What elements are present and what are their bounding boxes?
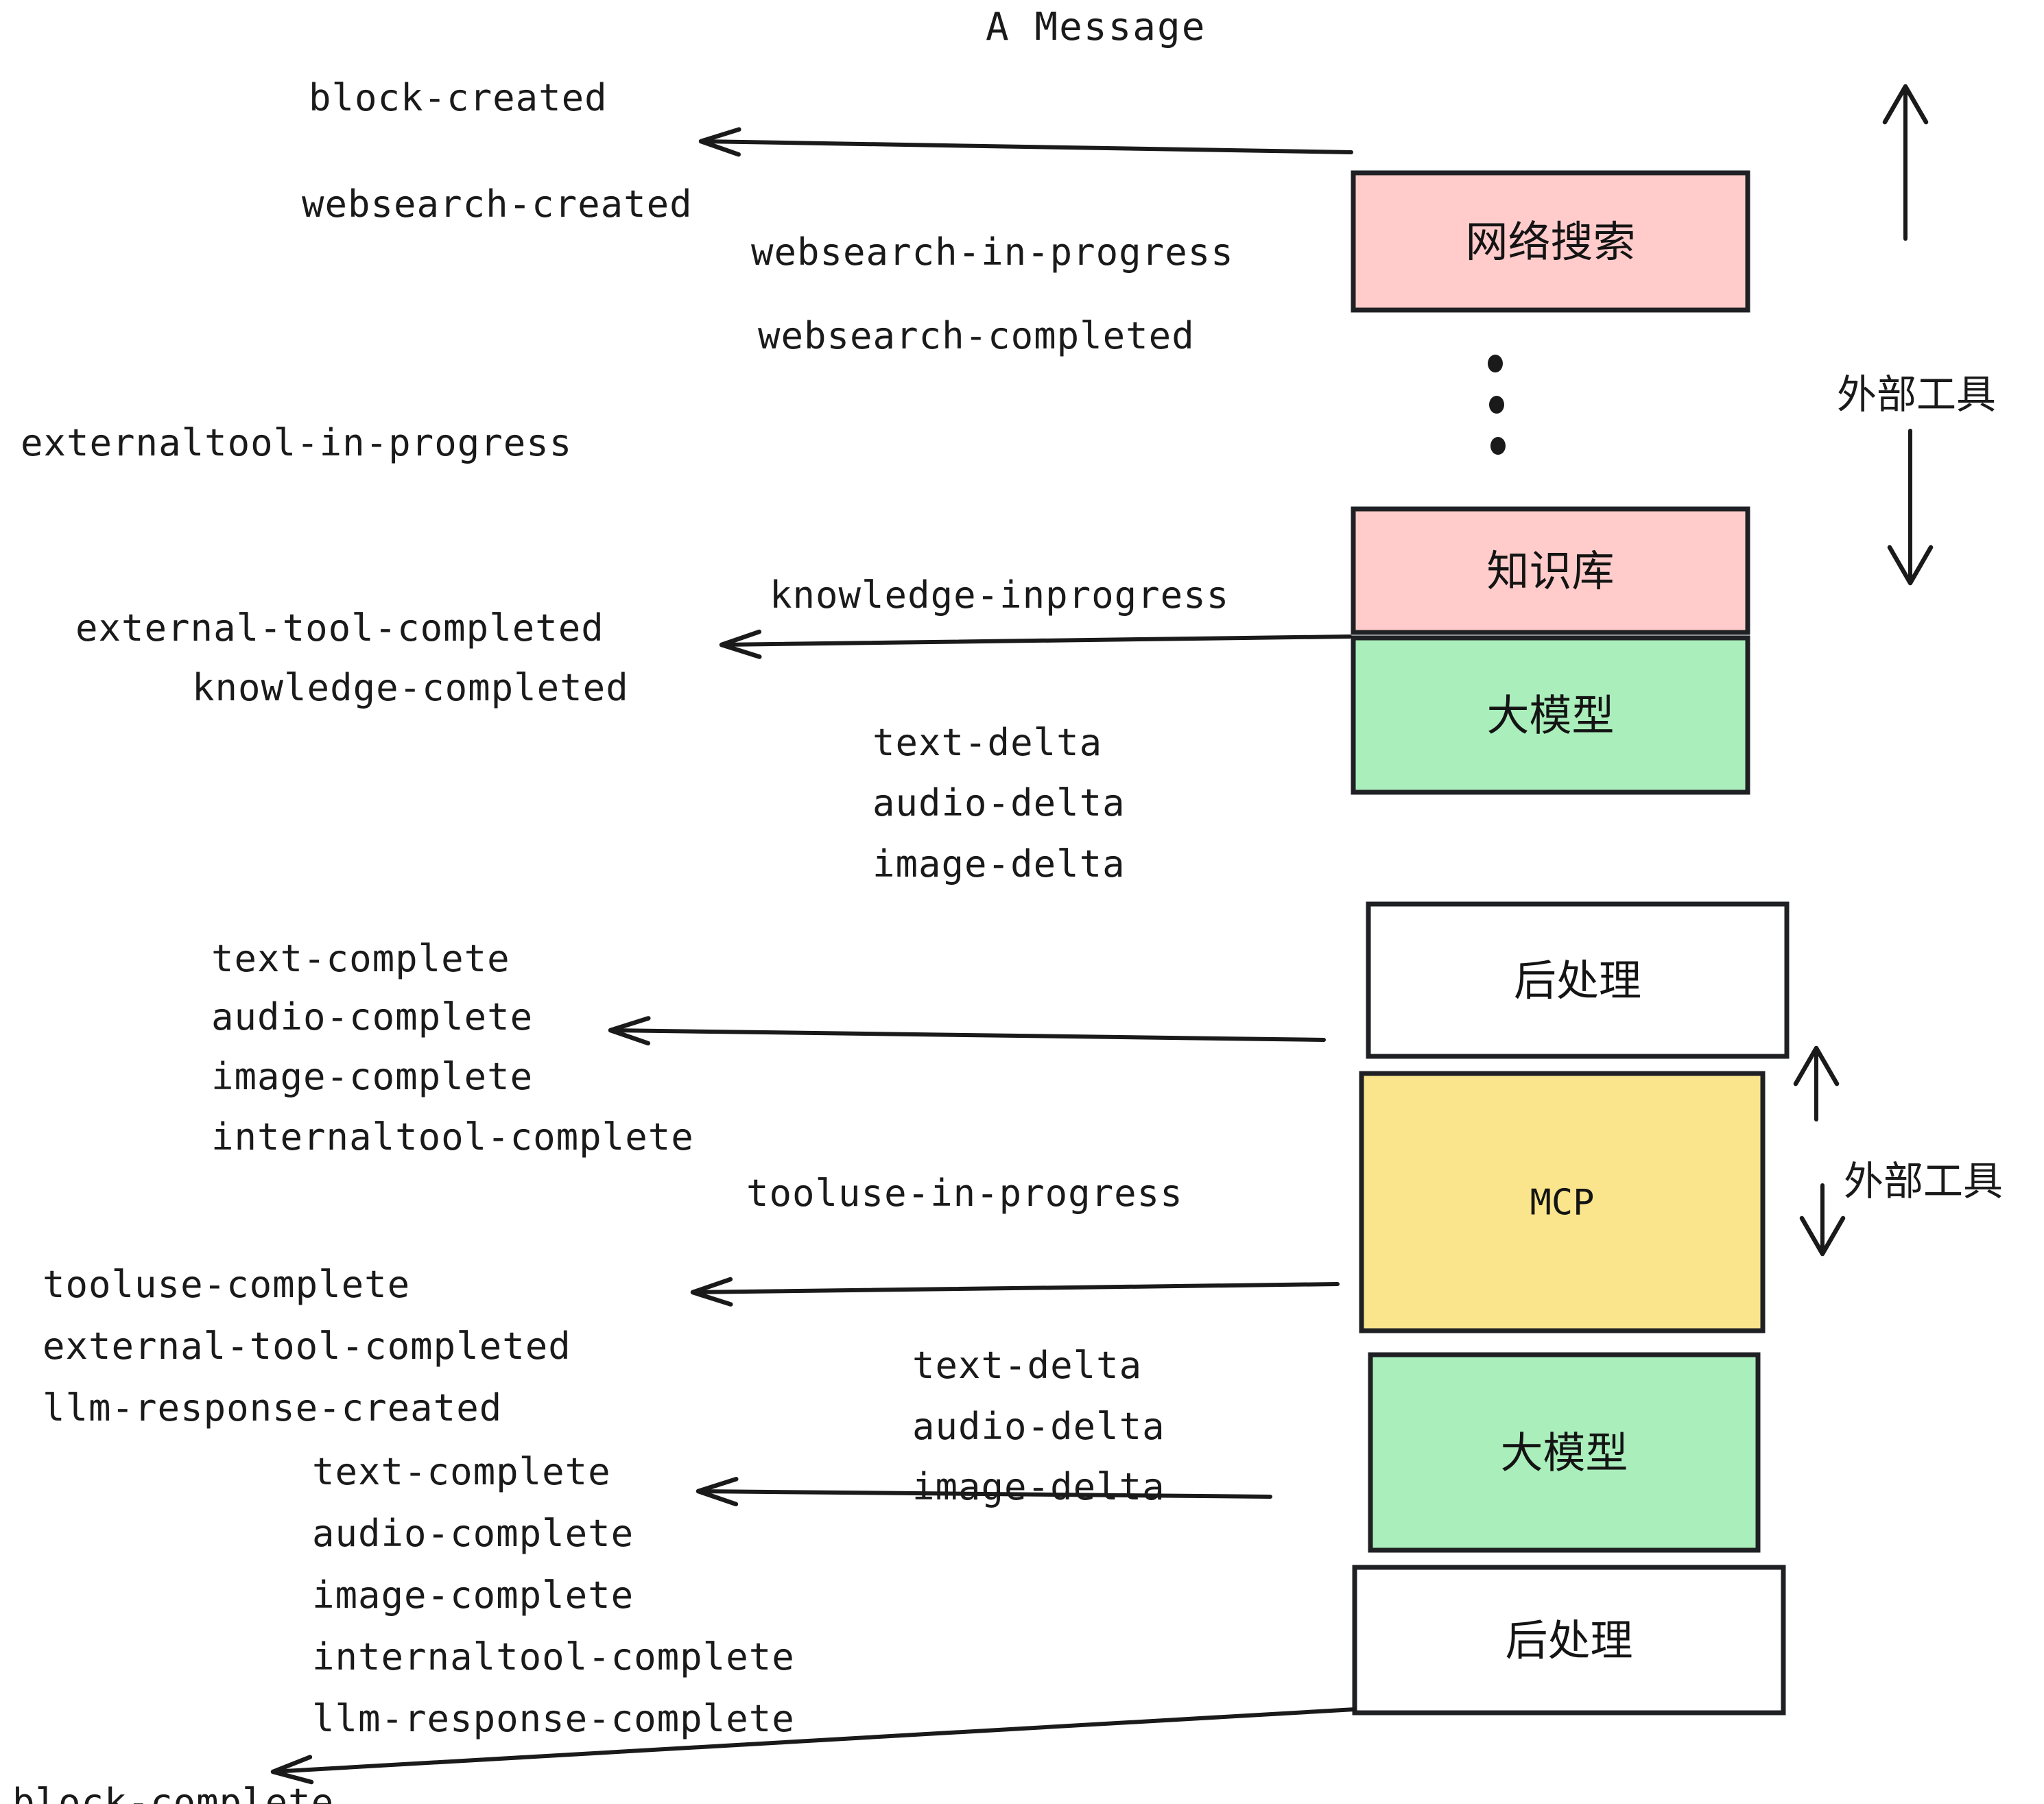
event-label-internaltool-complete-2: internaltool-complete [312, 1635, 795, 1678]
flow-arrow-block-complete-arrowhead-icon [270, 1755, 314, 1785]
event-label-websearch-completed: websearch-completed [758, 314, 1195, 357]
ellipsis-dot-3 [1490, 437, 1506, 455]
event-label-audio-delta-2: audio-delta [912, 1405, 1165, 1448]
event-label-external-tool-completed-1: external-tool-completed [75, 606, 604, 650]
bracket-external-tools-top-down [1887, 429, 1934, 586]
ellipsis-dots-layer [1488, 355, 1506, 455]
flow-arrow-image-complete-arrowhead-icon [608, 1016, 651, 1046]
bracket-external-tools-bottom-down [1799, 1183, 1846, 1257]
event-label-image-delta-1: image-delta [872, 842, 1126, 886]
event-label-tooluse-in-progress: tooluse-in-progress [746, 1172, 1183, 1215]
node-box-post-1-rect [1366, 901, 1790, 1059]
event-label-image-delta-2: image-delta [912, 1465, 1165, 1508]
ellipsis-dot-2 [1489, 396, 1504, 414]
node-box-post-1-label: 后处理 [1514, 956, 1641, 1006]
flow-arrow-audio-complete-line [696, 1489, 1272, 1499]
node-box-websearch[interactable]: 网络搜索 [1351, 170, 1750, 313]
external-tool-brackets-layer [1793, 84, 1934, 1257]
node-box-knowledge-rect [1351, 506, 1750, 635]
event-label-audio-delta-1: audio-delta [872, 781, 1126, 824]
event-label-block-created: block-created [309, 76, 608, 119]
node-box-websearch-label: 网络搜索 [1465, 217, 1635, 267]
node-box-post-2-rect [1352, 1565, 1786, 1716]
bracket-external-tools-top-up-arrowhead-icon [1882, 84, 1929, 125]
event-label-internaltool-complete-1: internaltool-complete [211, 1115, 694, 1159]
event-label-audio-complete-1: audio-complete [211, 995, 533, 1039]
event-label-audio-complete-2: audio-complete [312, 1512, 634, 1555]
node-box-websearch-rect [1351, 170, 1750, 313]
event-label-websearch-in-progress: websearch-in-progress [751, 230, 1234, 274]
node-box-llm-1[interactable]: 大模型 [1351, 635, 1750, 795]
flow-arrow-tooluse-complete-arrowhead-icon [690, 1277, 733, 1307]
event-label-text-delta-2: text-delta [912, 1344, 1142, 1387]
event-label-llm-response-complete: llm-response-complete [312, 1697, 795, 1740]
node-box-post-1[interactable]: 后处理 [1366, 901, 1790, 1059]
flow-arrow-knowledge-done-arrowhead-icon [719, 629, 762, 659]
event-label-llm-response-created: llm-response-created [43, 1386, 502, 1429]
node-box-llm-2-label: 大模型 [1500, 1428, 1628, 1478]
page-title: A Message [986, 5, 1206, 49]
flow-arrow-block-complete-line [271, 1707, 1357, 1774]
flow-arrow-image-complete [608, 1016, 1326, 1046]
flow-arrow-tooluse-complete [690, 1277, 1340, 1307]
node-box-mcp[interactable]: MCP [1359, 1071, 1766, 1333]
node-box-post-2-label: 后处理 [1505, 1615, 1632, 1665]
node-box-knowledge[interactable]: 知识库 [1351, 506, 1750, 635]
event-label-text-delta-1: text-delta [872, 721, 1102, 764]
side-label-external-tools-top: 外部工具 [1837, 371, 1996, 418]
event-label-text-complete-1: text-complete [211, 937, 510, 980]
event-labels-layer: block-created websearch-created websearch-… [12, 76, 1234, 1804]
node-box-llm-1-rect [1351, 635, 1750, 795]
flow-arrow-tooluse-complete-line [691, 1282, 1340, 1294]
event-label-knowledge-inprogress: knowledge-inprogress [770, 573, 1229, 617]
flow-arrow-block-created-arrowhead-icon [698, 127, 741, 157]
side-label-external-tools-bottom: 外部工具 [1844, 1158, 2003, 1204]
bracket-external-tools-bottom-down-arrowhead-icon [1799, 1215, 1846, 1257]
event-label-websearch-created: websearch-created [302, 182, 693, 226]
flow-arrow-block-created-line [699, 139, 1353, 154]
event-label-knowledge-completed: knowledge-completed [192, 666, 629, 709]
flow-arrow-knowledge-done-line [720, 634, 1352, 647]
node-box-llm-1-label: 大模型 [1486, 691, 1614, 741]
bracket-external-tools-top-down-arrowhead-icon [1887, 545, 1934, 586]
flow-arrow-knowledge-done [719, 629, 1352, 659]
event-label-image-complete-2: image-complete [312, 1574, 634, 1617]
event-label-block-complete: block-complete [12, 1781, 334, 1804]
node-box-llm-2[interactable]: 大模型 [1368, 1352, 1761, 1553]
event-label-tooluse-complete: tooluse-complete [43, 1263, 410, 1306]
flow-arrow-image-complete-line [608, 1028, 1326, 1042]
event-label-text-complete-2: text-complete [312, 1450, 611, 1493]
bracket-external-tools-bottom-up-arrowhead-icon [1793, 1045, 1840, 1087]
node-box-llm-2-rect [1368, 1352, 1761, 1553]
node-box-mcp-rect [1359, 1071, 1766, 1333]
bracket-external-tools-top-up [1882, 84, 1929, 241]
flow-arrows-layer [270, 127, 1357, 1785]
ellipsis-dot-1 [1488, 355, 1503, 372]
node-box-mcp-label: MCP [1530, 1183, 1595, 1224]
node-box-knowledge-label: 知识库 [1486, 546, 1614, 596]
event-label-externaltool-in-progress: externaltool-in-progress [21, 421, 572, 464]
flow-arrow-audio-complete [696, 1477, 1272, 1507]
flow-arrow-block-created [698, 127, 1353, 157]
flow-arrow-audio-complete-arrowhead-icon [696, 1477, 739, 1507]
node-box-post-2[interactable]: 后处理 [1352, 1565, 1786, 1716]
flow-arrow-block-complete [270, 1707, 1357, 1785]
event-label-external-tool-completed-2: external-tool-completed [43, 1325, 571, 1368]
bracket-external-tools-bottom-up [1793, 1045, 1840, 1121]
event-label-image-complete-1: image-complete [211, 1055, 533, 1098]
